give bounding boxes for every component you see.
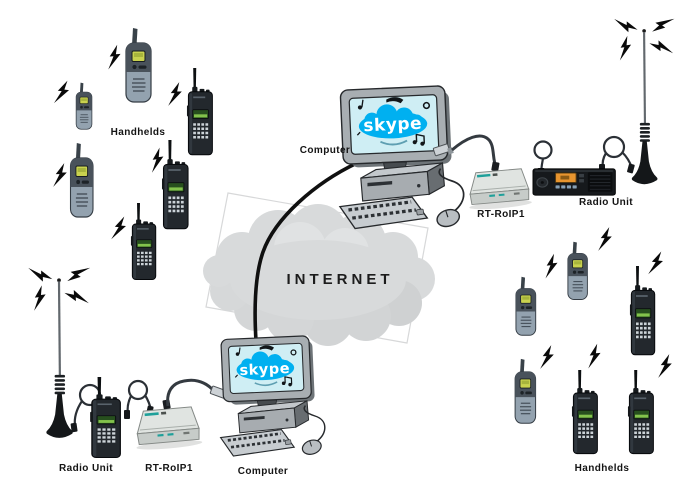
roip-gateway-icon bbox=[465, 167, 533, 212]
portable-radio-icon bbox=[570, 368, 599, 455]
portable-radio-icon bbox=[628, 264, 657, 357]
mobile-radio-icon bbox=[532, 168, 616, 196]
radio-signal-icon bbox=[658, 354, 672, 378]
handhelds-group-top bbox=[53, 27, 214, 281]
handhelds-top-label: Handhelds bbox=[110, 127, 166, 138]
radio-unit-top-label: Radio Unit bbox=[579, 197, 633, 208]
radio-signal-icon bbox=[53, 79, 71, 105]
radio-unit-bottom-label: Radio Unit bbox=[59, 463, 113, 474]
radio-signal-icon bbox=[53, 163, 67, 187]
radio-signal-icon bbox=[168, 82, 182, 106]
portable-radio-icon bbox=[626, 368, 655, 455]
walkie-talkie-icon bbox=[567, 241, 588, 301]
rtroip-top-label: RT-RoIP1 bbox=[477, 209, 525, 220]
skype-logo-text: skype bbox=[239, 361, 290, 379]
usb-cable-icon bbox=[432, 134, 500, 172]
antenna-icon bbox=[614, 11, 674, 184]
portable-radio-icon bbox=[160, 138, 190, 231]
radio-signal-icon bbox=[148, 147, 166, 173]
rtroip-bottom-label: RT-RoIP1 bbox=[145, 463, 193, 474]
radio-signal-icon bbox=[106, 44, 122, 70]
handhelds-group-bottom bbox=[514, 227, 672, 455]
computer-icon bbox=[219, 334, 327, 458]
roip-gateway-icon bbox=[132, 405, 204, 452]
portable-radio-icon bbox=[129, 201, 157, 281]
internet-connection-line bbox=[253, 161, 359, 343]
handheld-radio-unit-icon bbox=[88, 375, 122, 460]
internet-label: INTERNET bbox=[286, 271, 394, 288]
computer-bottom-label: Computer bbox=[237, 466, 289, 477]
radio-signal-icon bbox=[586, 343, 602, 369]
computer-icon bbox=[338, 83, 466, 231]
radio-signal-icon bbox=[648, 250, 664, 276]
portable-radio-icon bbox=[185, 66, 214, 156]
walkie-talkie-icon bbox=[69, 142, 94, 218]
walkie-talkie-icon bbox=[515, 276, 537, 336]
computer-top-label: Computer bbox=[299, 145, 351, 156]
radio-signal-icon bbox=[111, 215, 127, 241]
radio-signal-icon bbox=[542, 253, 560, 279]
coiled-cable-icon bbox=[599, 135, 635, 174]
radio-signal-icon bbox=[598, 227, 612, 251]
walkie-talkie-icon bbox=[75, 82, 93, 130]
walkie-talkie-icon bbox=[514, 358, 537, 424]
internet-cloud-icon bbox=[203, 204, 435, 346]
antenna-icon bbox=[28, 260, 90, 438]
radio-signal-icon bbox=[540, 345, 554, 369]
handhelds-bottom-label: Handhelds bbox=[574, 463, 630, 474]
skype-logo-text: skype bbox=[363, 114, 423, 137]
usb-cable-icon bbox=[162, 378, 230, 410]
walkie-talkie-icon bbox=[125, 27, 152, 103]
